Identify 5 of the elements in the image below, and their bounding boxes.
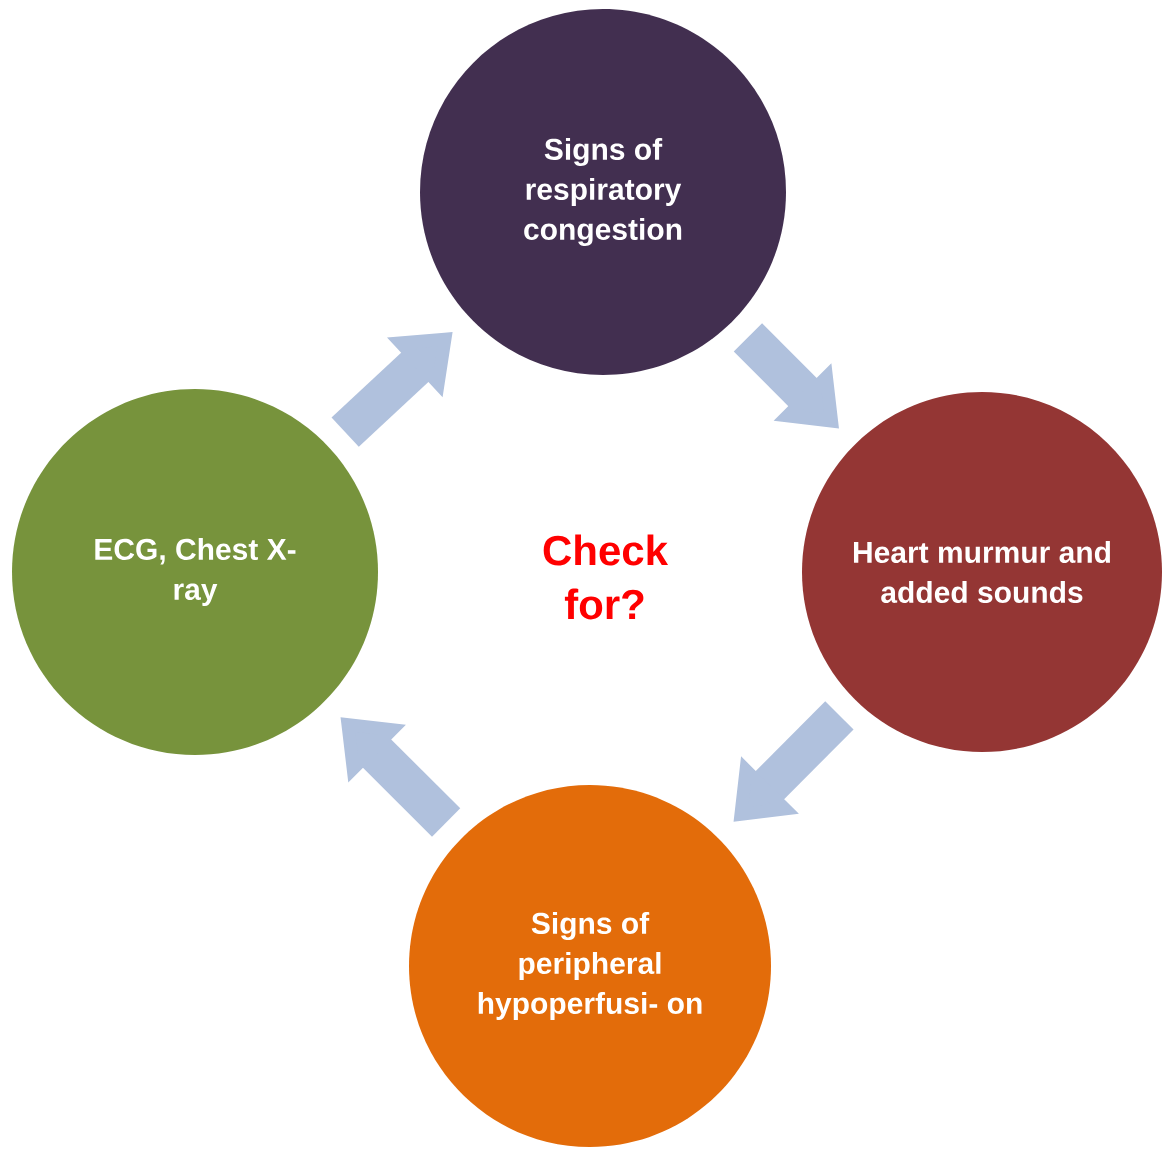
circle-node: ECG, Chest X- ray [12,389,378,755]
circle-node: Signs of respiratory congestion [420,9,786,375]
circle-node: Signs of peripheral hypoperfusi- on [409,785,771,1147]
circle-node: Heart murmur and added sounds [802,392,1162,752]
center-label: Check for? [543,534,669,620]
